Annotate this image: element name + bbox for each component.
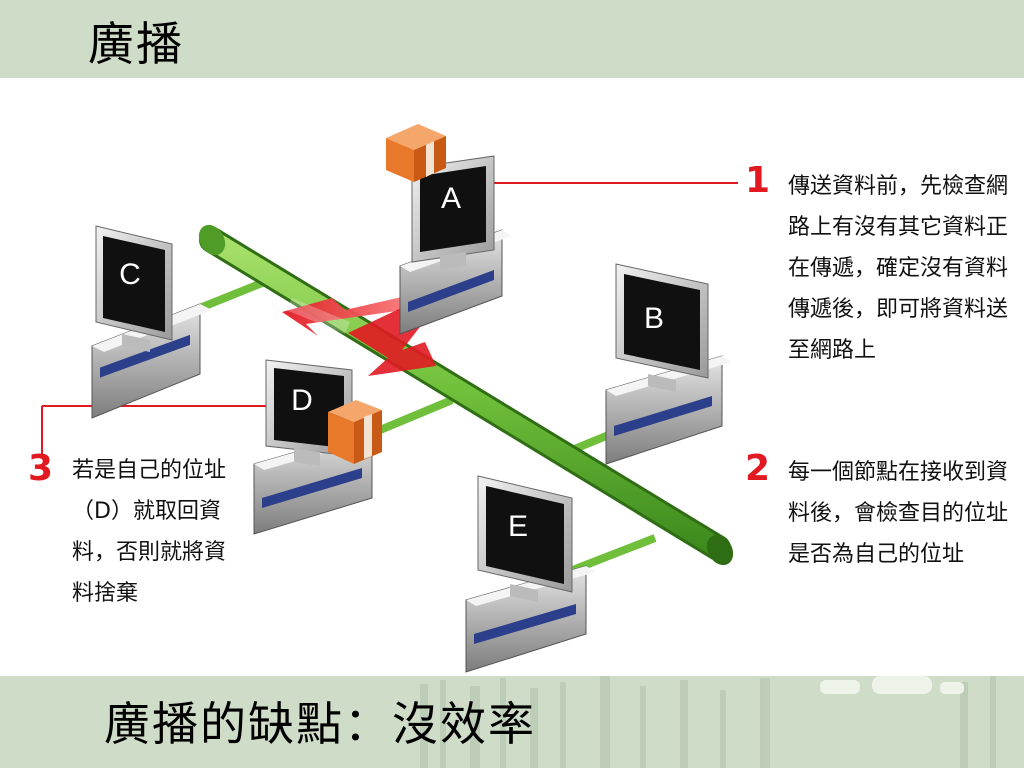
step-1-line: 傳遞後，即可將資料送 bbox=[788, 297, 1009, 322]
step-2-line: 每一個節點在接收到資 bbox=[788, 460, 1009, 485]
step-2-line: 是否為自己的位址 bbox=[788, 542, 965, 567]
step-2-number: 2 bbox=[745, 448, 771, 489]
step-3-line: （D）就取回資 bbox=[72, 499, 221, 524]
step-3-line: 料，否則就將資 bbox=[72, 540, 227, 565]
computer-a bbox=[399, 155, 512, 335]
step-3-line: 料捨棄 bbox=[72, 581, 139, 606]
step-3-line: 若是自己的位址 bbox=[72, 458, 227, 483]
footer-title: 廣播的缺點：沒效率 bbox=[104, 697, 536, 751]
header-band: 廣播 bbox=[0, 0, 1024, 78]
packet-at-d-icon bbox=[328, 400, 382, 464]
step-3-text: 若是自己的位址 （D）就取回資 料，否則就將資 料捨棄 bbox=[72, 450, 226, 614]
computer-e bbox=[465, 475, 596, 673]
step-1-text: 傳送資料前，先檢查網 路上有沒有其它資料正 在傳遞，確定沒有資料 傳遞後，即可將… bbox=[788, 166, 1008, 371]
computer-d-label: D bbox=[291, 384, 313, 417]
computer-b-label: B bbox=[643, 302, 664, 335]
footer-band: 廣播的缺點：沒效率 bbox=[0, 676, 1024, 768]
computer-c bbox=[91, 225, 212, 419]
footer-pattern bbox=[420, 676, 996, 768]
slide-title: 廣播 bbox=[88, 17, 184, 71]
bus-cable bbox=[198, 224, 734, 566]
step-2-line: 料後，會檢查目的位址 bbox=[788, 501, 1009, 526]
step-1-number: 1 bbox=[745, 160, 771, 201]
diagram-canvas bbox=[41, 124, 738, 673]
step-1-line: 在傳遞，確定沒有資料 bbox=[788, 256, 1009, 281]
computer-c-label: C bbox=[119, 258, 141, 291]
packet-at-a-icon bbox=[386, 124, 446, 182]
network-diagram: A B C D E 1 傳送資料前，先檢查網 路上有沒有其它資料正 在傳遞，確定… bbox=[0, 78, 1024, 676]
step-1-line: 路上有沒有其它資料正 bbox=[788, 215, 1009, 240]
computer-b bbox=[605, 263, 732, 465]
step-1-line: 傳送資料前，先檢查網 bbox=[788, 174, 1009, 199]
computer-e-label: E bbox=[507, 510, 528, 543]
callout-lines bbox=[41, 182, 738, 454]
computer-a-label: A bbox=[440, 182, 461, 215]
step-2-text: 每一個節點在接收到資 料後，會檢查目的位址 是否為自己的位址 bbox=[788, 452, 1008, 575]
step-3-number: 3 bbox=[28, 448, 54, 489]
step-1-line: 至網路上 bbox=[788, 338, 877, 363]
